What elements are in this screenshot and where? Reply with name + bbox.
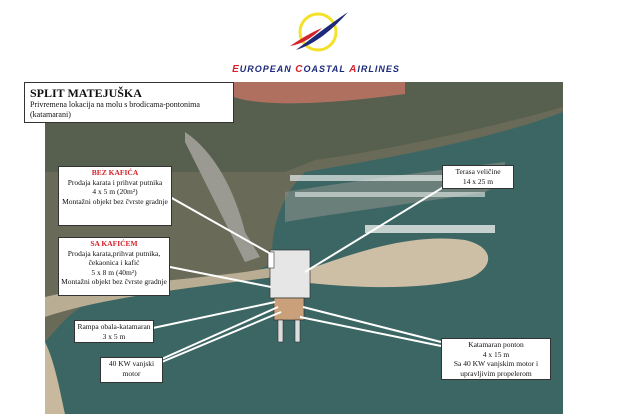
callout-line: Montažni objekt bez čvrste gradnje [62,196,168,206]
callout-line: Terasa veličine [455,167,501,176]
callout-katamaran-ponton: Katamaran ponton 4 x 15 m Sa 40 KW vanjs… [441,338,551,380]
callout-terasa: Terasa veličine 14 x 25 m [442,165,514,189]
callout-line: Prodaja karata i prihvat putnika [67,177,163,187]
callout-sa-kaficem: SA KAFIĆEM Prodaja karata,prihvat putnik… [58,237,170,296]
callout-bez-kafica: BEZ KAFIĆA Prodaja karata i prihvat putn… [58,166,172,226]
callout-line: Sa 40 KW vanjskim motor i upravljivim pr… [453,359,539,378]
brand-name: EUROPEAN COASTAL AIRLINES [232,64,400,75]
callout-line: 14 x 25 m [462,176,494,186]
location-title-box: SPLIT MATEJUŠKA Privremena lokacija na m… [24,82,234,123]
callout-line: Montažni objekt bez čvrste gradnje [61,277,167,286]
location-subtitle: Privremena lokacija na molu s brodicama-… [30,100,200,119]
callout-line: Prodaja karata,prihvat putnika, čekaonic… [67,248,161,268]
pontoon-structure [267,249,311,343]
callout-heading: BEZ KAFIĆA [91,168,139,177]
callout-line: 4 x 15 m [482,349,510,359]
callout-line: 5 x 8 m (40m²) [91,267,137,277]
callout-heading: SA KAFIĆEM [90,239,138,248]
callout-rampa: Rampa obala-katamaran 3 x 5 m [74,320,154,343]
airline-logo [290,12,348,52]
location-title: SPLIT MATEJUŠKA [30,86,142,100]
callout-motor: 40 KW vanjski motor [100,357,163,383]
callout-line: 4 x 5 m (20m²) [92,187,138,196]
callout-line: Katamaran ponton [468,340,524,349]
